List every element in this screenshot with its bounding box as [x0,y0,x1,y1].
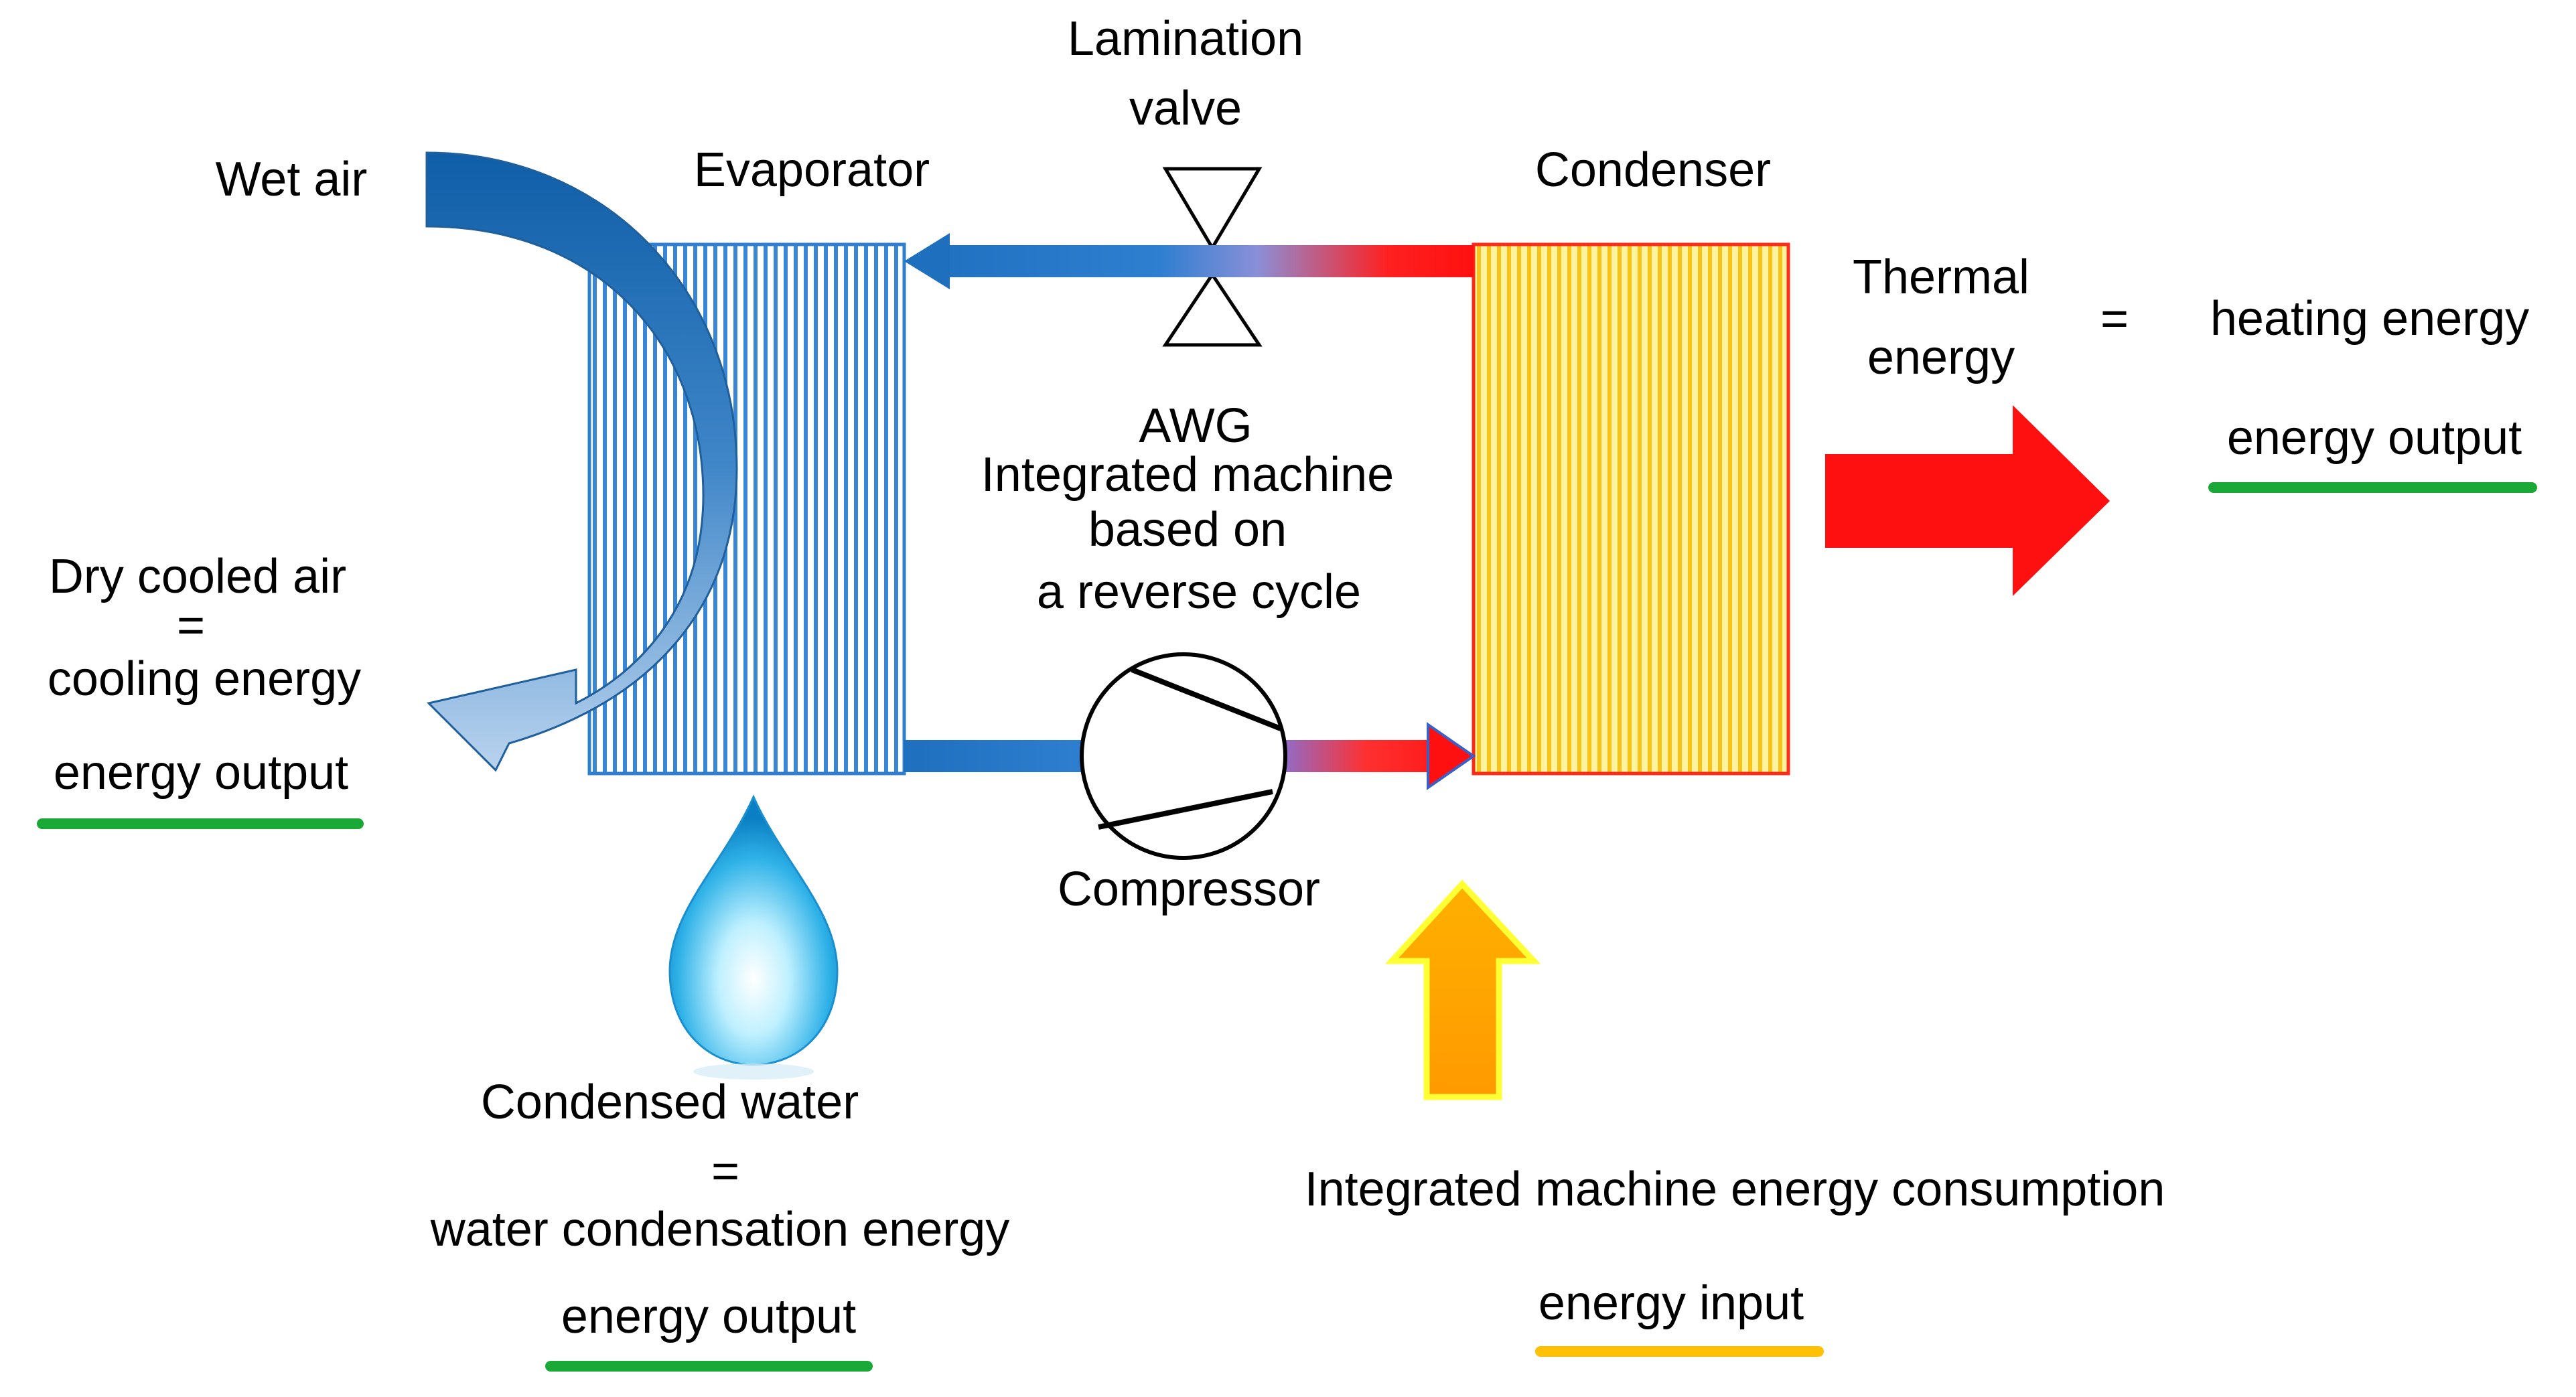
lamination-valve-icon [1162,167,1263,347]
labels: Lamination valve Evaporator Condenser We… [48,12,2529,1343]
underlines [37,482,2537,1372]
label-compressor: Compressor [1058,863,1320,916]
label-condensed-water-1: Condensed water [481,1076,859,1129]
label-evaporator: Evaporator [694,143,930,197]
condenser [1472,242,1790,776]
evaporator [587,242,906,776]
thermal-energy-arrow [1825,405,2110,596]
label-condensed-water-2: water condensation energy [430,1203,1010,1256]
label-lamination-valve-1: Lamination [1068,12,1303,66]
label-thermal-equals: = [2100,292,2129,346]
label-thermal-1: Thermal [1853,250,2029,304]
label-thermal-2: energy [1867,331,2015,384]
label-awg-4: a reverse cycle [1037,565,1361,619]
compressor-icon [1080,652,1287,860]
label-condensed-water-equals: = [711,1145,739,1198]
label-awg-3: based on [1088,503,1287,557]
label-consumption: Integrated machine energy consumption [1305,1163,2165,1216]
label-awg-2: Integrated machine [981,448,1394,502]
label-heating-energy-output: energy output [2227,411,2522,465]
evaporator-coil [587,242,906,776]
label-condensed-water-energy-output: energy output [561,1290,856,1343]
condenser-coil [1472,242,1790,776]
flow-arrow-head-right [1427,722,1476,790]
label-condenser: Condenser [1535,143,1771,197]
water-drop-icon [668,794,839,1080]
label-wet-air: Wet air [216,153,368,206]
label-awg-1: AWG [1139,399,1252,453]
energy-input-arrow [1384,879,1541,1100]
label-dry-air-equals: = [177,599,205,652]
label-lamination-valve-2: valve [1129,82,1242,135]
air-flow-arrow [425,151,738,772]
label-dry-air-1: Dry cooled air [49,550,346,603]
label-energy-input: energy input [1539,1276,1804,1330]
flow-arrow-head-left [904,233,950,289]
label-heating-energy: heating energy [2210,292,2529,346]
wet-air-arrow-body [425,151,738,772]
liquid-line-pipe [904,233,1474,289]
suction-discharge-pipe [904,722,1476,790]
label-dry-air-2: cooling energy [48,652,361,706]
label-dry-air-energy-output: energy output [54,746,348,800]
